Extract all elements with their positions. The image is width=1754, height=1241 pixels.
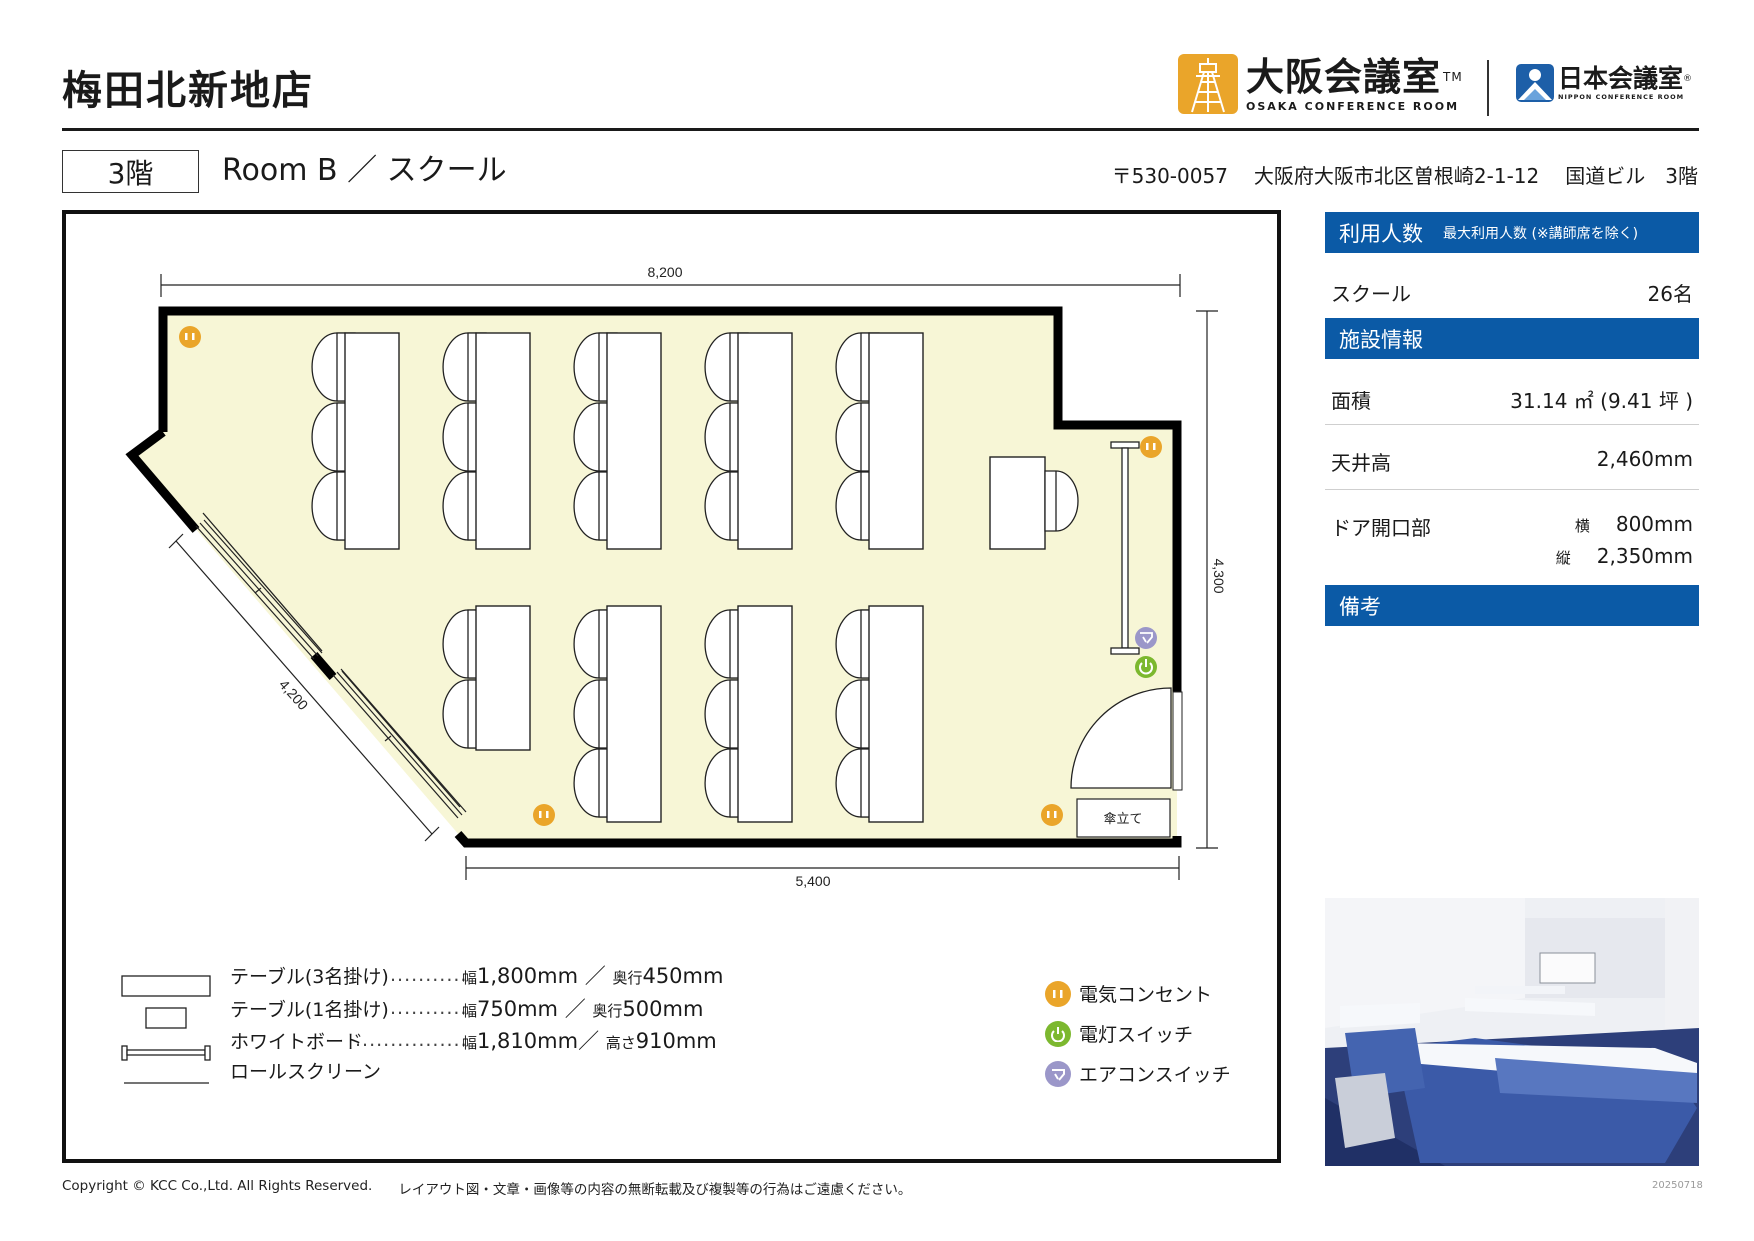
divider	[1325, 424, 1699, 425]
instructor-desk	[989, 456, 1079, 550]
facility-title: 施設情報	[1339, 327, 1423, 352]
address: 〒530-0057 大阪府大阪市北区曽根崎2-1-12 国道ビル 3階	[1112, 160, 1698, 189]
legend-item-ac-switch: エアコンスイッチ	[1045, 1060, 1231, 1087]
dimension-bottom-label: 5,400	[795, 873, 830, 889]
logo-osaka-en: OSAKA CONFERENCE ROOM	[1246, 99, 1460, 113]
dimension-right	[1196, 310, 1218, 849]
umbrella-stand-label: 傘立て	[1103, 812, 1142, 827]
capacity-header: 利用人数 最大利用人数 (※講師席を除く)	[1325, 212, 1699, 253]
divider	[1325, 489, 1699, 490]
outlet-icon	[1045, 980, 1071, 1007]
legend-dots: ................	[355, 1029, 468, 1051]
legend-spec: 幅1,810mm／ 高さ910mm	[462, 1029, 717, 1053]
door-width-value: 800mm	[1615, 512, 1693, 536]
header-rule	[62, 128, 1699, 131]
door-width-label: 横	[1574, 517, 1590, 535]
dimension-bottom	[465, 856, 1180, 880]
legend-dots: ...........	[390, 964, 468, 986]
air-conditioner-switch-icon	[1045, 1060, 1071, 1087]
logo-osaka-jp: 大阪会議室	[1246, 54, 1442, 99]
door-row: ドア開口部 横 800mm 縦 2,350mm	[1325, 512, 1699, 568]
legend-dots: ...........	[390, 997, 468, 1019]
logo-nippon-en: NIPPON CONFERENCE ROOM	[1558, 93, 1685, 101]
legend-label: テーブル(3名掛け)	[230, 965, 389, 988]
logo-divider	[1487, 60, 1489, 116]
room-photo-image	[1325, 898, 1699, 1166]
store-name: 梅田北新地店	[62, 68, 314, 114]
outlet-icon	[1041, 804, 1063, 826]
building-name: 国道ビル 3階	[1565, 164, 1698, 188]
legend-item-light-switch: 電灯スイッチ	[1045, 1020, 1193, 1047]
table-row-top	[311, 332, 924, 550]
dimension-top-label: 8,200	[647, 264, 682, 280]
dimension-diagonal	[168, 533, 440, 842]
dimension-diagonal-label: 4,200	[276, 676, 311, 713]
area-row: 面積 31.14 ㎡ (9.41 坪 )	[1325, 385, 1699, 414]
outlet-icon	[1140, 436, 1162, 458]
logo-nippon-jp: 日本会議室	[1558, 64, 1684, 93]
legend-item-outlet: 電気コンセント	[1045, 980, 1212, 1007]
legend-label: ロールスクリーン	[230, 1060, 382, 1083]
light-switch-icon	[1045, 1020, 1071, 1047]
umbrella-stand	[1076, 798, 1171, 838]
door-label: ドア開口部	[1331, 516, 1431, 540]
capacity-count: 26名	[1647, 282, 1693, 306]
capacity-title: 利用人数	[1339, 221, 1423, 246]
floor-label: 3階	[62, 150, 199, 193]
mount-fuji-icon	[1516, 64, 1554, 102]
version-code: 20250718	[1652, 1180, 1703, 1191]
osaka-tower-icon	[1178, 54, 1238, 114]
trademark: TM	[1443, 69, 1463, 84]
floor-plan-frame	[62, 210, 1281, 1163]
walls	[125, 306, 1182, 848]
capacity-subtitle: 最大利用人数 (※講師席を除く)	[1443, 225, 1639, 242]
door-height-label: 縦	[1555, 549, 1571, 567]
registered-mark: ®	[1683, 74, 1693, 84]
light-switch-icon	[1135, 656, 1157, 678]
whiteboard	[1110, 441, 1140, 655]
floor-plan: 8,200 4,300 4,200 5,400	[121, 264, 1227, 1084]
door	[1070, 687, 1183, 791]
street-address: 大阪府大阪市北区曽根崎2-1-12	[1253, 164, 1540, 188]
dimension-top	[160, 274, 1181, 297]
area-value: 31.14 ㎡ (9.41 坪 )	[1510, 389, 1693, 413]
facility-header: 施設情報	[1325, 318, 1699, 359]
legend-spec: 幅1,800mm ／ 奥行450mm	[462, 964, 724, 988]
footer: Copyright © KCC Co.,Ltd. All Rights Rese…	[62, 1178, 911, 1198]
area-label: 面積	[1331, 389, 1371, 413]
door-height-value: 2,350mm	[1596, 544, 1693, 568]
dimension-right-label: 4,300	[1211, 558, 1227, 593]
capacity-row: スクール 26名	[1325, 278, 1699, 307]
room-photo[interactable]	[1325, 898, 1699, 1166]
postal-code: 〒530-0057	[1111, 164, 1228, 188]
table-row-bottom	[442, 605, 924, 823]
capacity-layout: スクール	[1331, 282, 1411, 306]
copyright-text: Copyright © KCC Co.,Ltd. All Rights Rese…	[62, 1178, 373, 1194]
legend-label: エアコンスイッチ	[1079, 1064, 1231, 1086]
nippon-conference-room-logo[interactable]: 日本会議室® NIPPON CONFERENCE ROOM	[1516, 64, 1692, 102]
ceiling-row: 天井高 2,460mm	[1325, 447, 1699, 476]
outlet-icon	[179, 326, 201, 348]
ceiling-value: 2,460mm	[1596, 447, 1693, 471]
notes-header: 備考	[1325, 585, 1699, 626]
legend-label: テーブル(1名掛け)	[230, 998, 389, 1021]
windows	[195, 519, 467, 819]
roll-screens	[202, 512, 461, 808]
legend-label: ホワイトボード	[230, 1030, 364, 1053]
legend-symbols	[121, 975, 211, 1084]
air-conditioner-switch-icon	[1135, 627, 1157, 649]
notes-title: 備考	[1339, 594, 1381, 619]
legend-label: 電灯スイッチ	[1079, 1024, 1194, 1046]
outlet-icon	[533, 804, 555, 826]
ceiling-label: 天井高	[1331, 451, 1391, 475]
room-name: Room B ／ スクール	[222, 153, 507, 188]
legend-label: 電気コンセント	[1079, 984, 1213, 1006]
legend-spec: 幅750mm ／ 奥行500mm	[462, 997, 704, 1021]
copyright-notice: レイアウト図・文章・画像等の内容の無断転載及び複製等の行為はご遠慮ください。	[398, 1182, 912, 1198]
